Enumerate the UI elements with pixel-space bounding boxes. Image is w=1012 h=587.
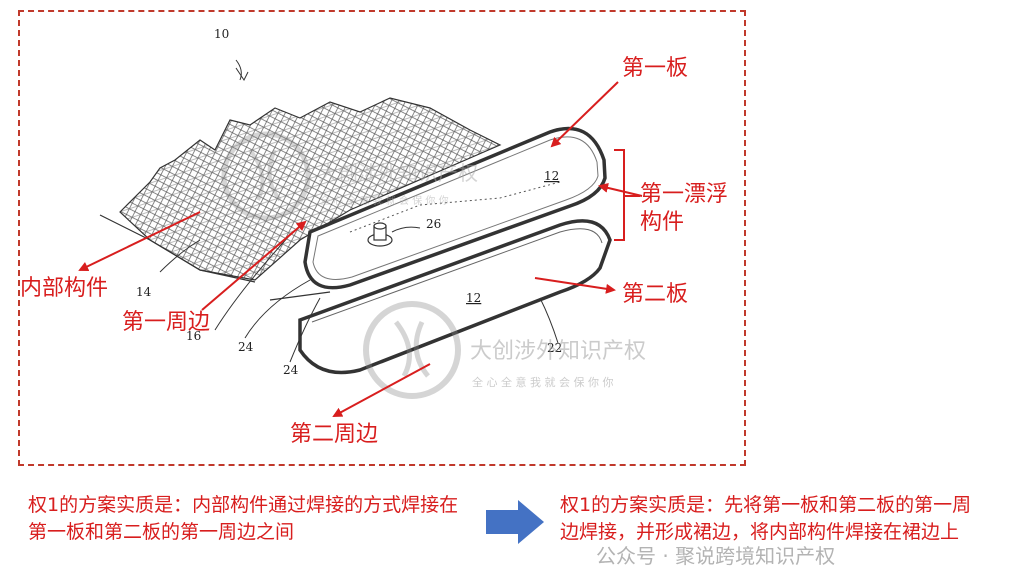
first-plate-dotted-seam <box>349 181 561 233</box>
label-second-plate: 第二板 <box>622 282 689 307</box>
ref-12-first-plate: 12 <box>544 169 559 183</box>
arrow-second-plate <box>534 277 616 294</box>
first-plate-inner-line <box>312 136 599 280</box>
ref-24-lower: 24 <box>283 363 299 377</box>
label-first-perimeter: 第一周边 <box>122 310 211 335</box>
right-arrow-icon <box>486 500 544 544</box>
watermark-logo-lower <box>363 301 461 399</box>
label-first-floating-line2: 构件 <box>640 210 685 235</box>
ref-22: 22 <box>547 341 562 355</box>
arrow-first-perimeter <box>201 220 307 311</box>
caption-left: 权1的方案实质是：内部构件通过焊接的方式焊接在第一板和第二板的第一周边之间 <box>28 494 459 543</box>
ref-26: 26 <box>426 217 441 231</box>
inner-member-mesh <box>119 97 502 281</box>
label-second-perimeter: 第二周边 <box>290 422 379 447</box>
watermark-tagline-upper: 全 心 全 意 我 就 会 保 你 你 <box>320 194 449 207</box>
watermark-tagline-lower: 全 心 全 意 我 就 会 保 你 你 <box>472 375 613 389</box>
watermark-brand-lower: 大创涉外知识产权 <box>470 339 646 364</box>
label-first-floating-line1: 第一漂浮 <box>640 182 729 207</box>
second-plate-seam <box>269 291 331 301</box>
caption-right: 权1的方案实质是：先将第一板和第二板的第一周边焊接，并形成裙边，将内部构件焊接在… <box>560 494 972 543</box>
ref-24-upper: 24 <box>238 340 254 354</box>
first-plate-outline <box>303 126 607 290</box>
ref-14: 14 <box>136 285 152 299</box>
inner-member-edge <box>99 214 256 283</box>
second-plate-outline <box>298 219 612 375</box>
ref-12-second-plate: 12 <box>466 291 481 305</box>
bracket-first-floating <box>614 149 640 241</box>
valve-icon <box>367 222 393 247</box>
label-first-plate: 第一板 <box>622 56 689 81</box>
figure-frame <box>18 10 746 466</box>
ref-16: 16 <box>186 329 201 343</box>
arrow-first-floating <box>598 182 643 197</box>
ref-10: 10 <box>214 27 229 41</box>
arrow-inner-member <box>78 211 201 272</box>
watermark-brand-upper: 大创涉外知识产权 <box>318 161 478 185</box>
arrow-first-plate <box>550 81 619 148</box>
label-inner-member: 内部构件 <box>20 276 109 301</box>
footer-watermark: 公众号 · 聚说跨境知识产权 <box>596 544 836 568</box>
arrow-second-perimeter <box>332 363 431 417</box>
watermark-logo-upper <box>221 131 311 221</box>
second-plate-inner-line <box>311 228 603 323</box>
